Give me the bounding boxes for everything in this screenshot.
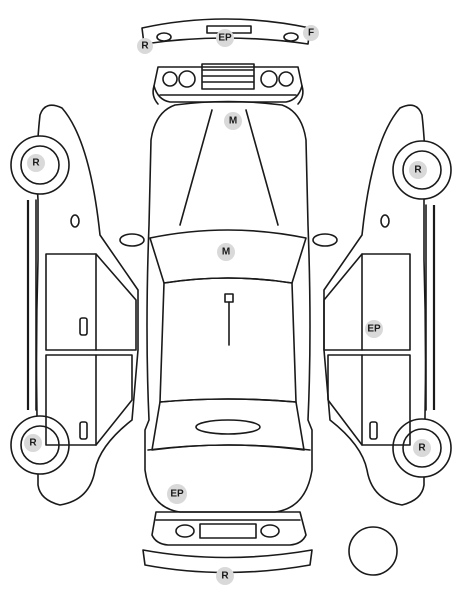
right-side-view	[323, 104, 452, 506]
spare-wheel	[348, 526, 398, 576]
badge-hood[interactable]: M	[224, 112, 242, 130]
car-body-top-view	[119, 100, 338, 513]
badge-right-rear-wheel[interactable]: R	[413, 439, 431, 457]
svg-text:F: F	[308, 28, 314, 39]
rear-view	[142, 511, 313, 574]
svg-text:R: R	[32, 158, 40, 169]
badge-roof[interactable]: M	[217, 243, 235, 261]
badge-trunk[interactable]: EP	[167, 484, 187, 504]
svg-text:R: R	[418, 443, 426, 454]
svg-text:R: R	[414, 165, 422, 176]
svg-text:M: M	[229, 116, 237, 127]
badge-front-bumper-left[interactable]: R	[137, 38, 153, 54]
svg-text:R: R	[141, 41, 149, 52]
svg-text:EP: EP	[170, 489, 184, 500]
badge-left-rear-wheel[interactable]: R	[24, 434, 42, 452]
front-grille-view	[152, 63, 304, 105]
badge-front-bumper-center[interactable]: EP	[216, 29, 234, 47]
svg-text:R: R	[29, 438, 37, 449]
badge-right-front-wheel[interactable]: R	[409, 161, 427, 179]
svg-text:R: R	[221, 571, 229, 582]
svg-text:EP: EP	[218, 33, 232, 44]
svg-text:EP: EP	[367, 324, 381, 335]
badge-left-front-wheel[interactable]: R	[27, 154, 45, 172]
badge-rear-bumper[interactable]: R	[216, 567, 234, 585]
svg-text:M: M	[222, 247, 230, 258]
badge-right-side-door[interactable]: EP	[365, 320, 383, 338]
badge-front-bumper-right[interactable]: F	[303, 25, 319, 41]
